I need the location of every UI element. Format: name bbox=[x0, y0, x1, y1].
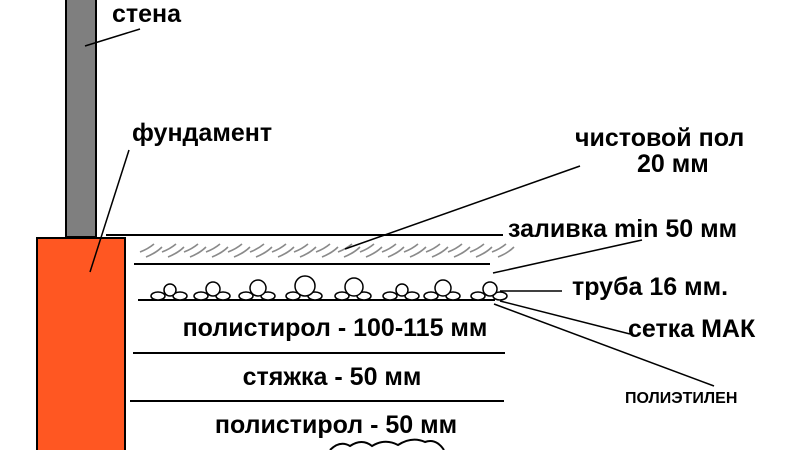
hatch-stroke bbox=[161, 243, 185, 258]
hatch-stroke bbox=[359, 243, 383, 258]
label-pour: заливка min 50 мм bbox=[508, 215, 737, 243]
leader-lines bbox=[84, 28, 715, 387]
hatch-stroke bbox=[491, 243, 515, 258]
pipes bbox=[150, 275, 508, 301]
layer-polystyrene-50: полистирол - 50 мм bbox=[215, 411, 457, 439]
label-wall: стена bbox=[112, 0, 182, 28]
label-mesh: сетка МАК bbox=[628, 315, 756, 343]
label-finish-floor: чистовой пол bbox=[575, 124, 744, 152]
hatch-stroke bbox=[403, 243, 427, 258]
label-finish-floor-thickness: 20 мм bbox=[637, 150, 709, 178]
mesh-wire bbox=[238, 291, 254, 301]
wall bbox=[65, 0, 97, 238]
mesh-wire bbox=[193, 291, 209, 301]
hatch-stroke bbox=[315, 243, 339, 258]
gravel-squiggle bbox=[329, 438, 445, 450]
label-foundation: фундамент bbox=[132, 119, 272, 147]
hatch-stroke bbox=[337, 243, 361, 258]
label-polyethylene: ПОЛИЭТИЛЕН bbox=[625, 390, 737, 407]
hatch-stroke bbox=[293, 243, 317, 258]
layer-polystyrene-100: полистирол - 100-115 мм bbox=[183, 314, 488, 342]
hatch-stroke bbox=[205, 243, 229, 258]
pipe-circle bbox=[395, 283, 409, 297]
foundation bbox=[36, 237, 126, 450]
hatch-stroke bbox=[271, 243, 295, 258]
label-pipe: труба 16 мм. bbox=[572, 273, 728, 301]
pipe-circle bbox=[294, 275, 316, 297]
layer-screed-50: стяжка - 50 мм bbox=[243, 363, 422, 391]
mesh-wire bbox=[382, 291, 398, 301]
hatch-stroke bbox=[381, 243, 405, 258]
hatch-stroke bbox=[183, 243, 207, 258]
mesh-wire bbox=[150, 291, 166, 301]
mesh-wire bbox=[285, 291, 301, 301]
pipe-circle bbox=[249, 279, 267, 297]
mesh-wire bbox=[423, 291, 439, 301]
hatch-stroke bbox=[447, 243, 471, 258]
mesh-wire bbox=[334, 291, 350, 301]
pipe-circle bbox=[482, 281, 498, 297]
hatch-stroke bbox=[249, 243, 273, 258]
pipe-circle bbox=[434, 279, 452, 297]
hatch-stroke bbox=[227, 243, 251, 258]
pipe-circle bbox=[205, 281, 221, 297]
mesh-wire bbox=[470, 291, 486, 301]
pipe-circle bbox=[163, 283, 177, 297]
finish-floor-hatch bbox=[139, 243, 515, 258]
hatch-stroke bbox=[139, 243, 163, 258]
hatch-stroke bbox=[469, 243, 493, 258]
hatch-stroke bbox=[425, 243, 449, 258]
pipe-circle bbox=[344, 277, 364, 297]
